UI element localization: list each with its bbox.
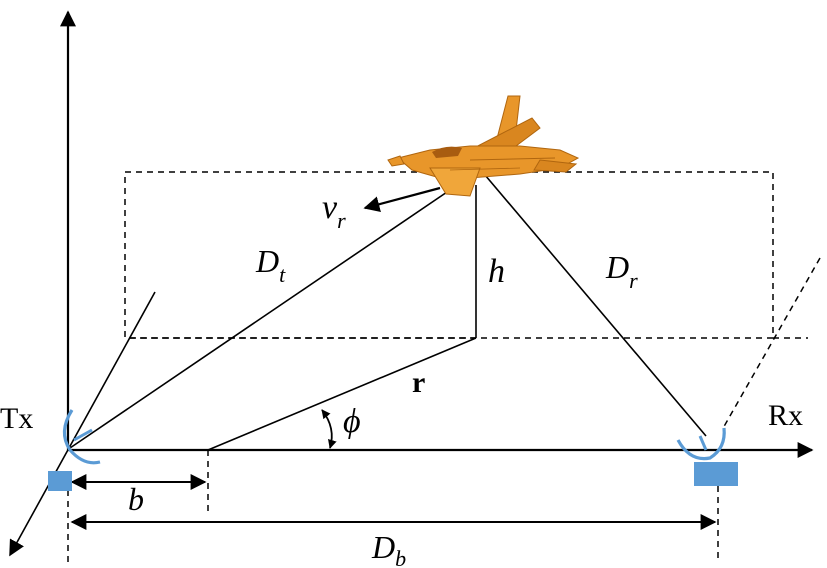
- rx-label: Rx: [768, 399, 803, 432]
- fighter-jet-icon: [387, 95, 580, 197]
- rx-base-block: [694, 462, 738, 486]
- phi-angle-arc: [321, 409, 337, 449]
- rx-antenna: [676, 427, 738, 486]
- tx-base-block: [48, 471, 72, 491]
- dashed-top-plane: [124, 171, 774, 339]
- vr-label: vr: [322, 189, 346, 233]
- antenna-dish-icon: [62, 409, 101, 465]
- phi-label: ϕ: [343, 403, 361, 440]
- dr-label-sub: r: [629, 268, 638, 293]
- dt-line: [69, 189, 451, 449]
- h-label: h: [488, 253, 505, 290]
- dt-label-sub: t: [279, 262, 286, 287]
- dr-label-main: D: [605, 249, 629, 285]
- tx-antenna: [48, 409, 101, 491]
- r-line: [207, 337, 477, 451]
- db-label-main: D: [371, 529, 395, 565]
- velocity-vector: [363, 186, 441, 213]
- tx-label: Tx: [0, 402, 33, 435]
- dr-label: Dr: [605, 249, 638, 293]
- dr-line: [484, 174, 707, 437]
- db-label-sub: b: [395, 546, 406, 568]
- antenna-dish-icon: [676, 427, 726, 461]
- antenna-feed-icon: [698, 435, 708, 451]
- r-label: r: [412, 366, 425, 399]
- diagonal-axis: [9, 291, 156, 557]
- vr-label-main: v: [322, 189, 338, 226]
- dt-label: Dt: [255, 243, 286, 287]
- b-label: b: [128, 481, 144, 517]
- aircraft: [387, 95, 580, 197]
- db-label: Db: [371, 529, 406, 568]
- antenna-feed-icon: [73, 428, 93, 442]
- dt-label-main: D: [255, 243, 279, 279]
- vr-label-sub: r: [337, 208, 346, 233]
